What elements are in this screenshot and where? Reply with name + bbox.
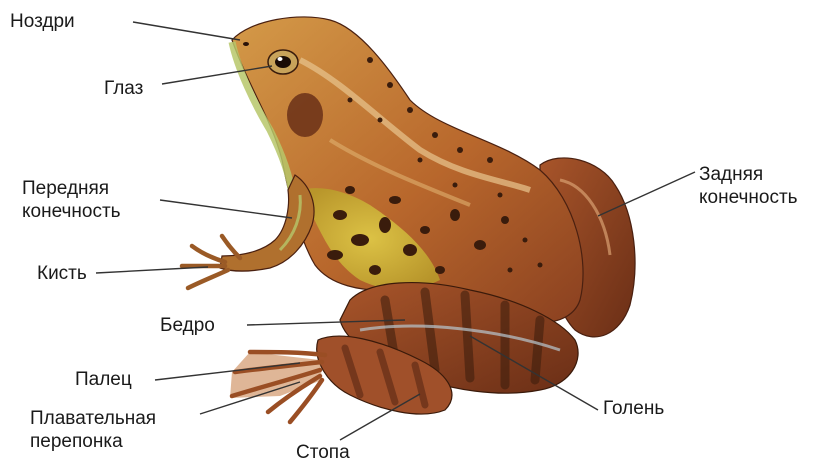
label-forelimb: Передняя конечность	[22, 177, 121, 223]
label-shin: Голень	[603, 398, 664, 420]
pointer-nostrils	[133, 22, 240, 40]
pointer-hand	[96, 267, 208, 273]
label-nostrils: Ноздри	[10, 11, 75, 33]
label-web-line1: Плавательная	[30, 407, 156, 430]
label-hindlimb-line2: конечность	[699, 186, 798, 209]
pointer-forelimb	[160, 200, 292, 218]
frog-nostril	[243, 42, 249, 46]
label-hand: Кисть	[37, 263, 87, 285]
label-hindlimb-line1: Задняя	[699, 163, 798, 186]
label-foot: Стопа	[296, 442, 350, 464]
label-forelimb-line2: конечность	[22, 200, 121, 223]
label-web-line2: перепонка	[30, 430, 156, 453]
frog-illustration	[182, 17, 635, 422]
forelimb	[220, 175, 314, 271]
label-hindlimb: Задняя конечность	[699, 163, 798, 209]
label-finger: Палец	[75, 369, 132, 391]
label-forelimb-line1: Передняя	[22, 177, 121, 200]
tympanum	[287, 93, 323, 137]
label-thigh: Бедро	[160, 315, 215, 337]
frog-eye	[268, 50, 298, 74]
label-web: Плавательная перепонка	[30, 407, 156, 453]
label-eye: Глаз	[104, 78, 143, 100]
